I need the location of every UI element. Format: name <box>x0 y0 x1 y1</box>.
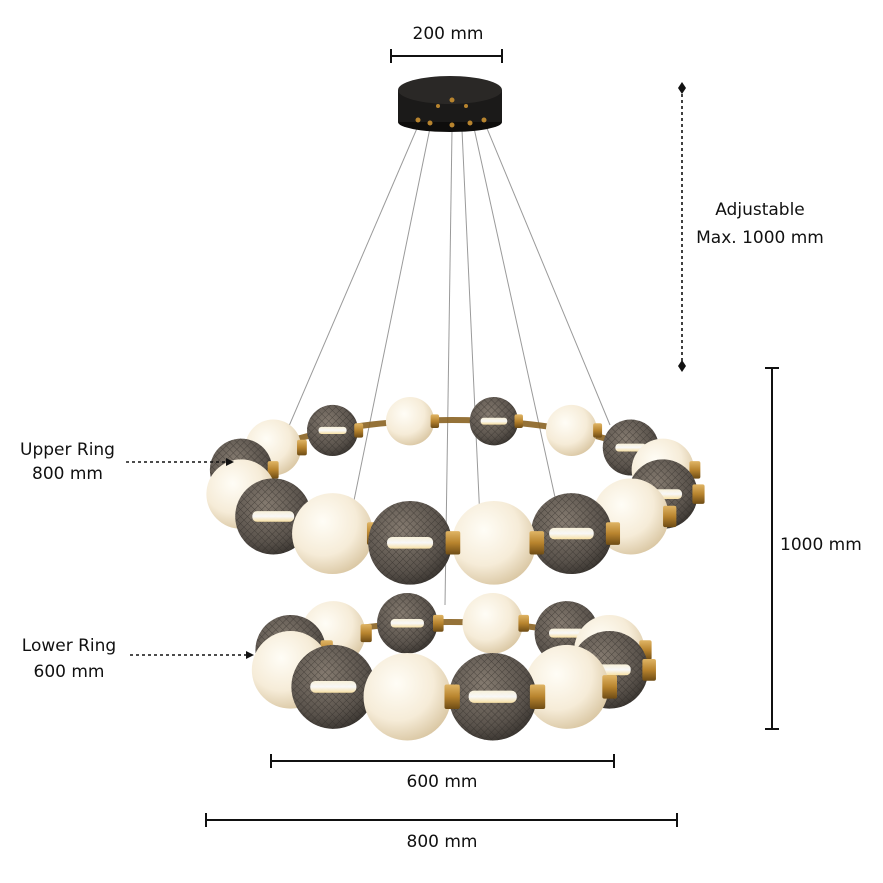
suspension-cables <box>282 125 611 606</box>
upper-ring-title: Upper Ring <box>20 440 115 460</box>
upper-leader-arrow <box>226 458 234 466</box>
lower-ring-illustration <box>251 593 656 741</box>
upper-ring-illustration <box>206 397 705 585</box>
adjustable-drop-line <box>678 82 686 372</box>
canopy-width-label: 200 mm <box>412 24 484 44</box>
smoked-mesh-globe <box>368 500 461 585</box>
lower-ring-title: Lower Ring <box>21 636 117 656</box>
max-drop-label: Max. 1000 mm <box>696 228 824 248</box>
opal-glass-globe <box>385 397 440 446</box>
adjustable-label: Adjustable <box>715 200 805 220</box>
smoked-mesh-globe <box>530 493 621 575</box>
smoked-mesh-globe <box>469 397 523 446</box>
lower-ring-size: 600 mm <box>33 662 105 682</box>
dimension-lines <box>205 49 779 827</box>
lower-leader-arrow <box>246 651 254 659</box>
ceiling-canopy <box>398 76 502 132</box>
smoked-mesh-globe <box>448 652 546 741</box>
width-600-label: 600 mm <box>406 772 478 792</box>
opal-glass-globe <box>363 652 460 741</box>
width-800-label: 800 mm <box>406 832 478 852</box>
smoked-mesh-globe <box>377 593 444 654</box>
opal-glass-globe <box>524 644 618 729</box>
opal-glass-globe <box>545 404 603 456</box>
upper-ring-size: 800 mm <box>32 464 103 484</box>
ring-leader-lines <box>126 461 248 656</box>
total-height-label: 1000 mm <box>780 535 862 555</box>
opal-glass-globe <box>452 500 545 585</box>
opal-glass-globe <box>462 593 529 654</box>
opal-glass-globe <box>292 493 382 575</box>
smoked-mesh-globe <box>307 404 364 456</box>
